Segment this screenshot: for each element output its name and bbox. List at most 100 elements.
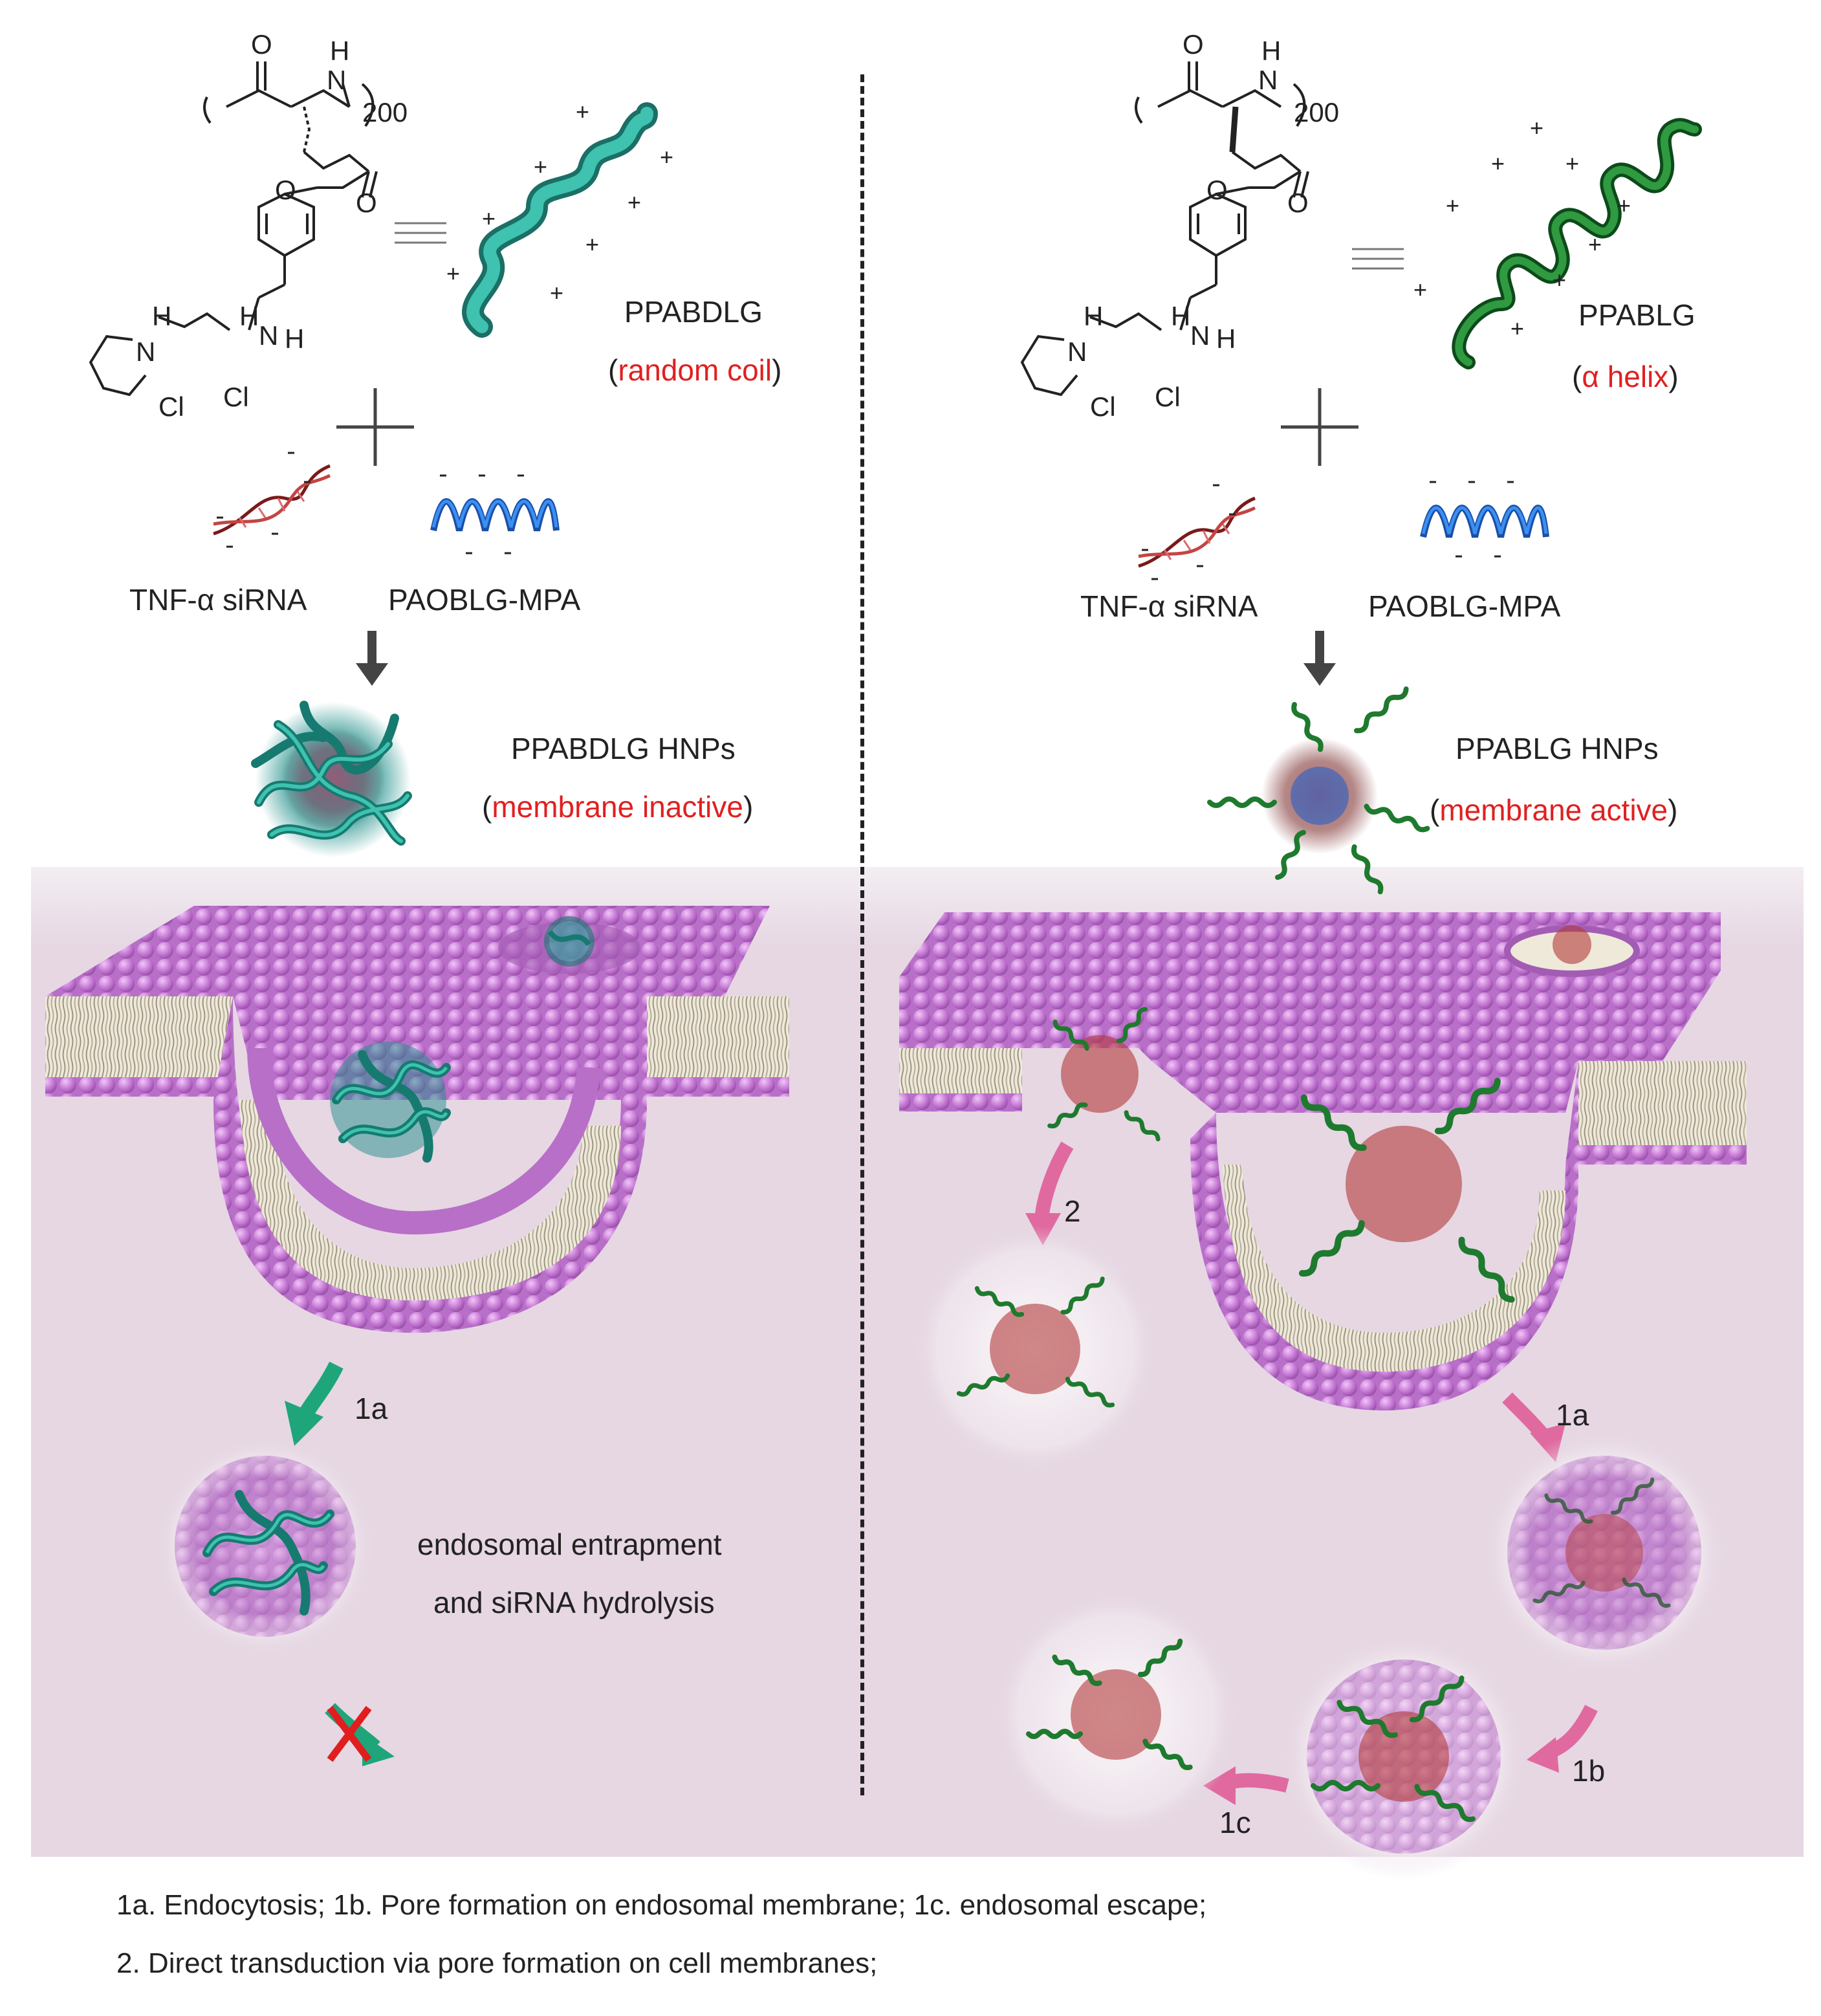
- left-hnp-name: PPABDLG HNPs: [511, 732, 736, 765]
- left-atom-N: N: [327, 65, 347, 95]
- left-endosome-text-2: and siRNA hydrolysis: [433, 1586, 715, 1619]
- right-endosome-1: [1481, 1430, 1727, 1676]
- left-atom-H2: H: [152, 301, 172, 331]
- left-hnp-state-text: membrane inactive: [492, 790, 743, 824]
- paoblg-charges: [440, 474, 1514, 558]
- random-coil-ribbon: [462, 102, 658, 338]
- svg-text:+: +: [576, 98, 589, 125]
- right-escaped-hnp: [993, 1592, 1239, 1837]
- left-atom-O3: O: [275, 175, 296, 205]
- legend-line-2: 2. Direct transduction via pore formatio…: [116, 1947, 878, 1979]
- blocked-escape-arrow: [325, 1703, 395, 1766]
- left-atom-O2: O: [356, 188, 377, 218]
- right-chem-structure: [1020, 61, 1309, 397]
- left-hnp-state-close: ): [743, 790, 754, 824]
- right-atom-H2: H: [1084, 301, 1104, 331]
- svg-text:+: +: [1446, 192, 1459, 219]
- right-endosome-2: [1281, 1634, 1527, 1879]
- right-conformation-open: (: [1572, 360, 1582, 393]
- right-step-1c: 1c: [1219, 1806, 1251, 1839]
- paoblg-waves: [430, 498, 1549, 538]
- random-coil-charges: + + + + + + + +: [446, 98, 673, 306]
- legend-line-1: 1a. Endocytosis; 1b. Pore formation on e…: [116, 1889, 1207, 1921]
- left-polymer-name: PPABDLG: [624, 295, 763, 329]
- left-atom-Cl2: Cl: [223, 382, 249, 412]
- right-paoblg-label: PAOBLG-MPA: [1368, 589, 1561, 623]
- right-hnp-name: PPABLG HNPs: [1456, 732, 1659, 765]
- svg-text:+: +: [550, 279, 563, 306]
- right-atom-N3: N: [1190, 320, 1210, 351]
- right-atom-H: H: [1261, 36, 1281, 66]
- svg-text:+: +: [1553, 267, 1566, 293]
- right-hnp-state-text: membrane active: [1439, 793, 1668, 827]
- left-step-1a: 1a: [354, 1392, 388, 1425]
- plus-signs: [336, 388, 1358, 466]
- sirna-charges: [217, 452, 1236, 580]
- right-atom-N: N: [1258, 65, 1278, 95]
- svg-text:+: +: [1565, 150, 1579, 177]
- svg-text:+: +: [660, 144, 673, 170]
- left-membrane: [45, 906, 789, 1333]
- sirna-helices: [213, 464, 1256, 568]
- right-hnp-state: (membrane active): [1430, 793, 1677, 827]
- left-atom-H: H: [330, 36, 350, 66]
- hnp-right: [1207, 686, 1430, 895]
- svg-text:+: +: [1413, 276, 1427, 303]
- svg-text:+: +: [1588, 231, 1602, 257]
- right-atom-H3: H: [1171, 301, 1191, 331]
- left-atom-Cl1: Cl: [158, 391, 184, 422]
- right-polymer-conformation: (α helix): [1572, 359, 1679, 394]
- left-sirna-label: TNF-α siRNA: [129, 583, 307, 617]
- right-hnp-state-open: (: [1430, 793, 1440, 827]
- svg-text:+: +: [1491, 150, 1505, 177]
- left-hnp-state: (membrane inactive): [482, 789, 753, 824]
- panel-divider: [860, 74, 864, 1795]
- left-endosome: [155, 1436, 375, 1656]
- right-hnp-state-close: ): [1668, 793, 1678, 827]
- right-conformation-close: ): [1668, 360, 1679, 393]
- svg-text:+: +: [1617, 192, 1631, 219]
- left-chem-structure: [89, 61, 378, 397]
- left-atom-N2: N: [136, 336, 156, 367]
- left-conformation-open: (: [608, 353, 618, 387]
- left-hnp-state-open: (: [482, 790, 492, 824]
- right-polymer-name: PPABLG: [1578, 298, 1696, 332]
- left-atom-O: O: [251, 29, 272, 60]
- right-step-1b: 1b: [1572, 1754, 1606, 1788]
- right-atom-Cl2: Cl: [1155, 382, 1181, 412]
- svg-text:+: +: [482, 205, 496, 232]
- left-polymer-conformation: (random coil): [608, 353, 781, 388]
- right-free-hnp-2: [912, 1226, 1158, 1472]
- left-paoblg-label: PAOBLG-MPA: [388, 583, 581, 617]
- left-atom-H3: H: [239, 301, 259, 331]
- equivalence-signs: [395, 222, 1404, 270]
- left-arrow-1a: [285, 1361, 343, 1446]
- right-atom-O: O: [1183, 29, 1204, 60]
- left-atom-N3: N: [259, 320, 279, 351]
- svg-text:+: +: [1530, 115, 1543, 141]
- svg-text:+: +: [627, 189, 641, 215]
- svg-text:+: +: [585, 231, 599, 257]
- right-step-2: 2: [1064, 1194, 1081, 1228]
- right-arrow-1b: [1527, 1705, 1598, 1773]
- right-subscript-200: 200: [1294, 97, 1340, 127]
- right-atom-H4: H: [1216, 323, 1236, 354]
- alpha-helix-charges: + + + + + + + + +: [1413, 115, 1631, 342]
- svg-text:+: +: [446, 260, 460, 287]
- right-step-1a: 1a: [1556, 1398, 1589, 1432]
- right-atom-O3: O: [1206, 175, 1228, 205]
- left-conformation-close: ): [772, 353, 782, 387]
- svg-text:+: +: [534, 153, 547, 180]
- svg-text:+: +: [1510, 315, 1524, 342]
- right-atom-Cl1: Cl: [1090, 391, 1116, 422]
- right-arrow-1c: [1203, 1766, 1289, 1805]
- left-subscript-200: 200: [362, 97, 408, 127]
- hnp-left: [251, 701, 412, 857]
- right-atom-O2: O: [1287, 188, 1309, 218]
- left-endosome-text-1: endosomal entrapment: [417, 1528, 722, 1561]
- alpha-helix-ribbon: [1452, 118, 1702, 369]
- left-conformation-text: random coil: [618, 353, 772, 387]
- right-sirna-label: TNF-α siRNA: [1080, 589, 1258, 623]
- down-arrows: [356, 631, 1336, 686]
